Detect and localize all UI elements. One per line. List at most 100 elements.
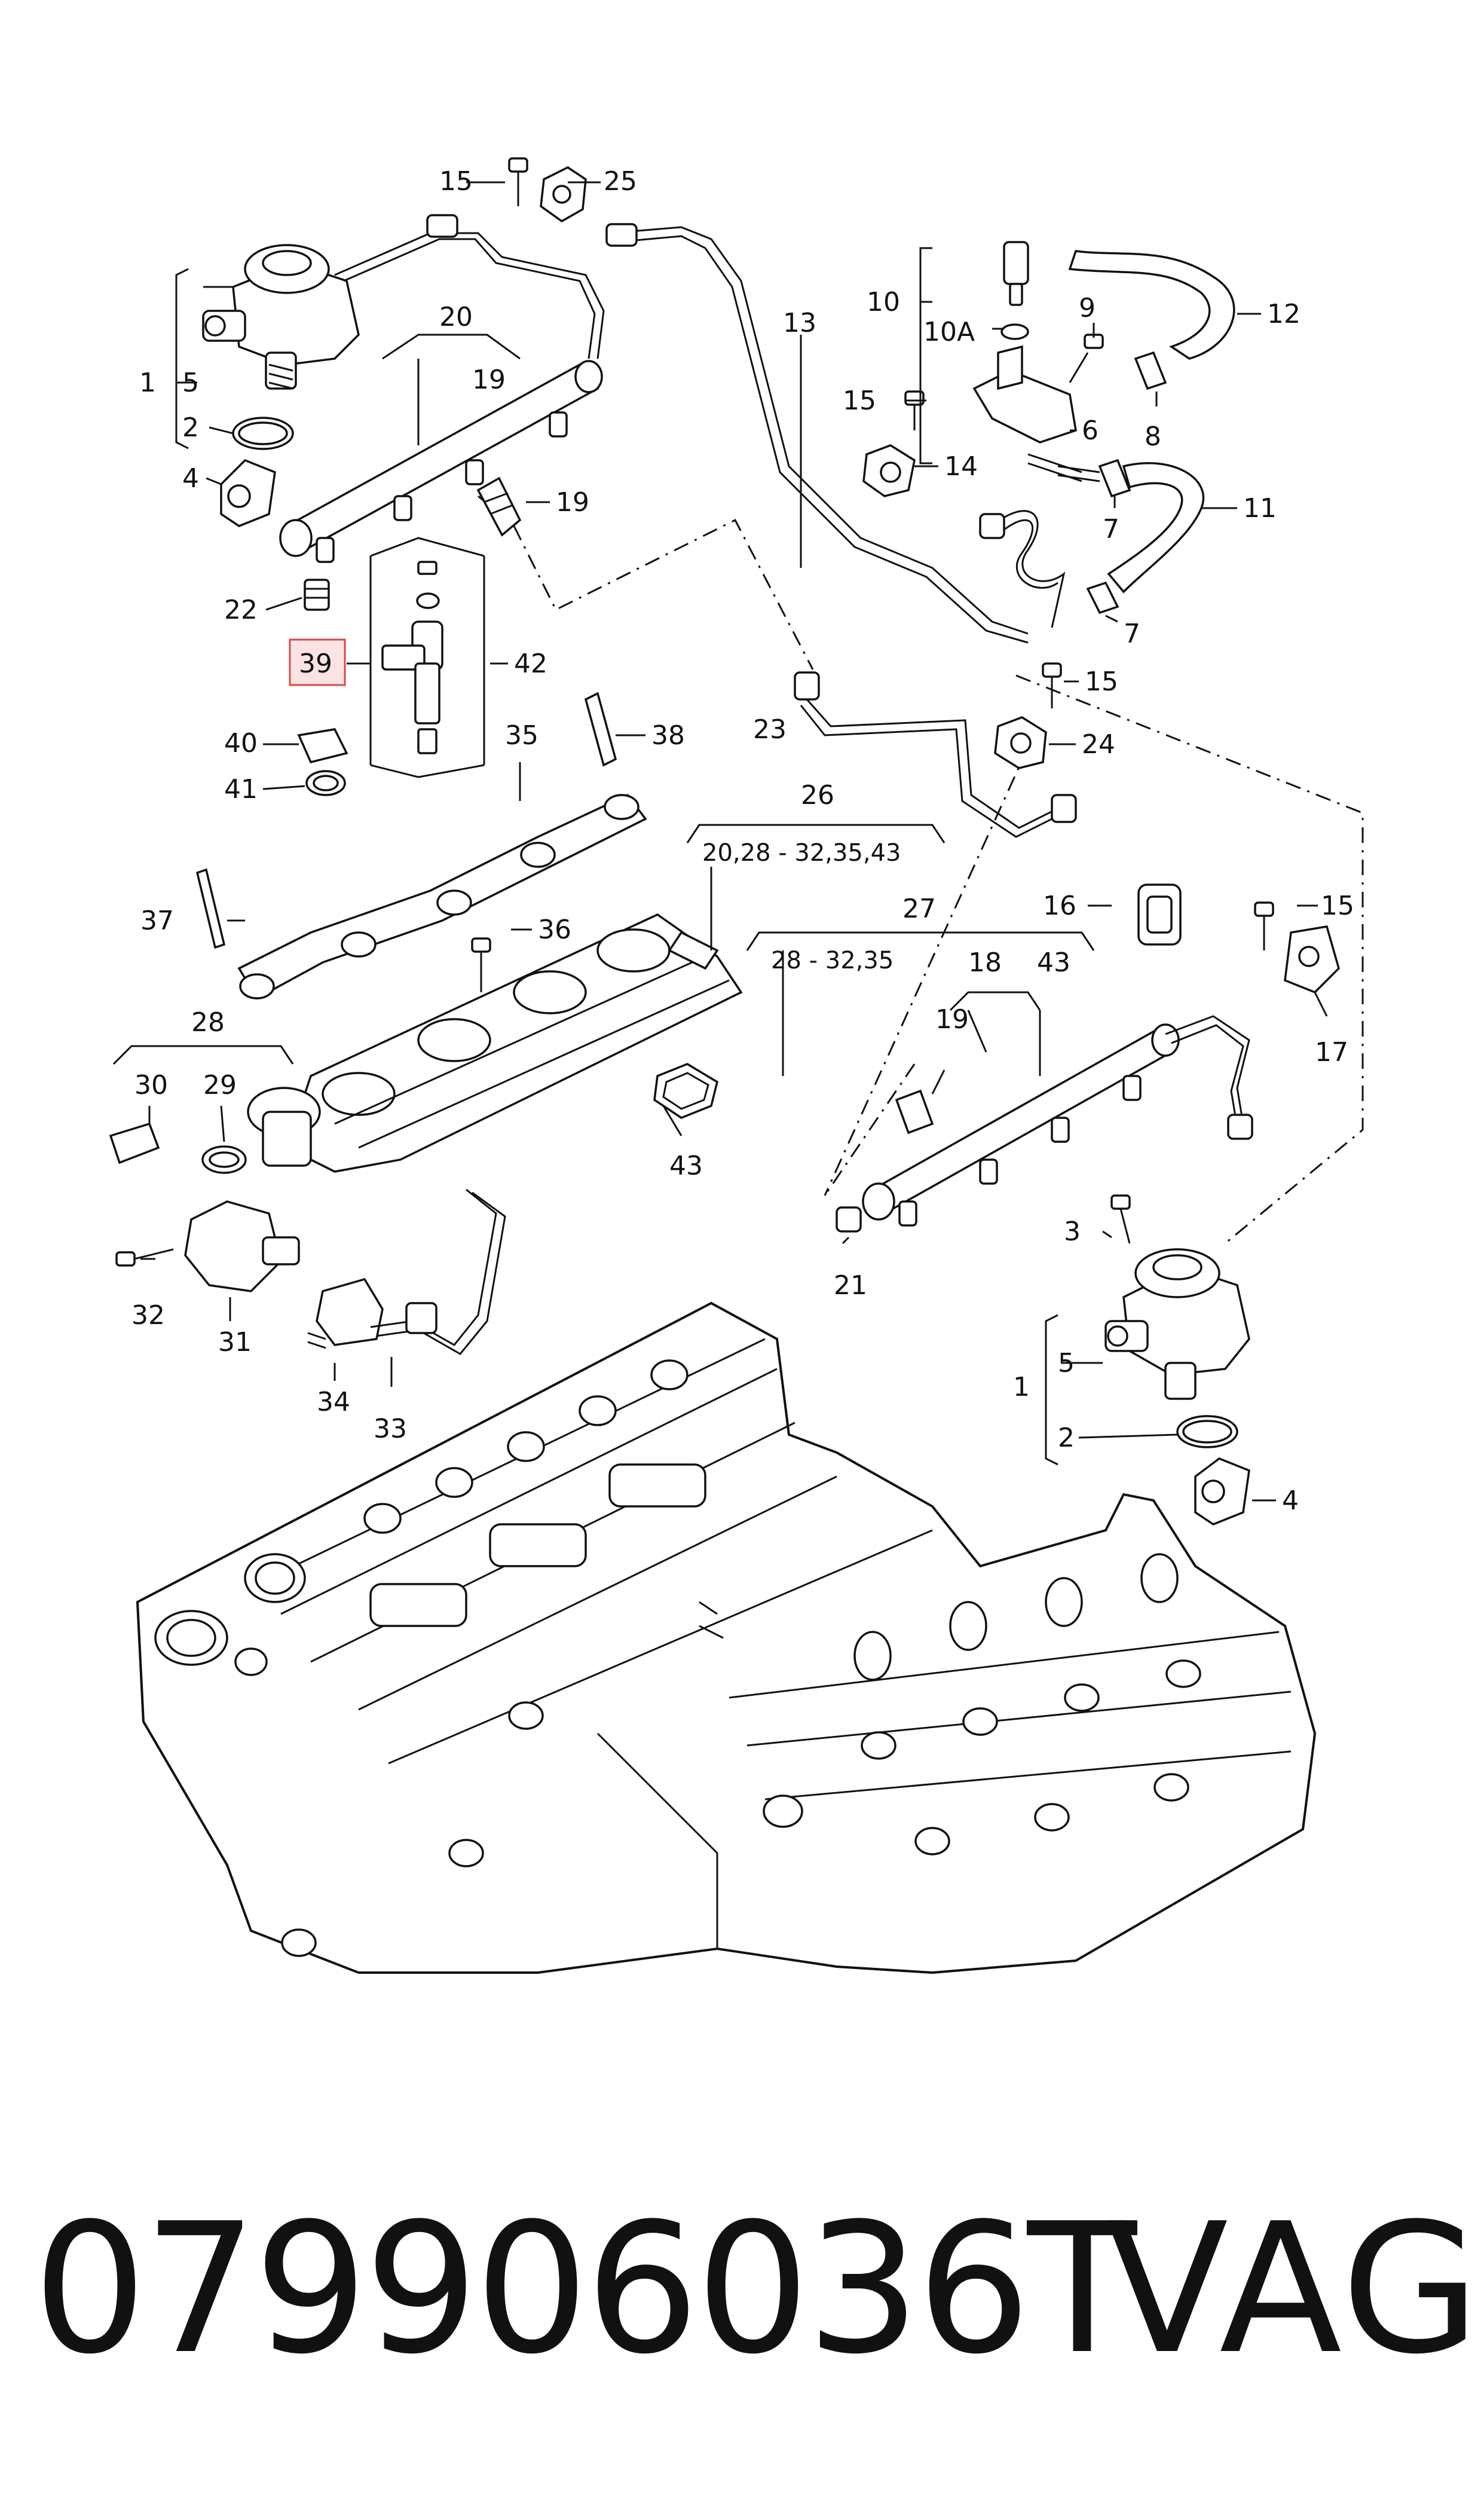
callout: 36 (538, 915, 571, 945)
pipe-pump-to-rail-2 (343, 238, 596, 359)
manifold-gasket-35 (237, 793, 647, 1000)
pressure-sensor-19-right (895, 1089, 934, 1135)
callout: 21 (834, 1270, 867, 1301)
bolt-32 (115, 1248, 174, 1267)
high-pressure-pump-lower (1104, 1248, 1250, 1400)
actuator-31 (184, 1200, 300, 1292)
pipe-pump-to-rail (334, 232, 605, 359)
callout: 7 (1124, 619, 1140, 649)
callout: 40 (224, 728, 258, 759)
pipe-clip-25 (540, 166, 587, 223)
callout: 1 (139, 368, 156, 398)
callout: 28 - 32,35 (771, 947, 894, 974)
gasket-43-upper (668, 931, 719, 970)
fuel-line-13-inner (615, 235, 1029, 644)
parts-diagram: 15 25 20 19 1 5 2 4 19 22 39 42 40 41 35… (109, 157, 1364, 1974)
pressure-sensor-19-left (476, 476, 522, 537)
callout: 20,28 - 32,35,43 (702, 839, 901, 867)
callout: 13 (783, 308, 816, 338)
callout: 41 (224, 774, 258, 805)
bolt-15-right-b (1042, 662, 1062, 708)
callout: 19 (556, 487, 589, 518)
callout: 10A (923, 317, 975, 347)
hose-clamp-8 (1134, 351, 1167, 390)
bolt-37 (195, 868, 226, 949)
callout: 22 (224, 595, 258, 625)
callout: 29 (203, 1070, 237, 1100)
connector-16 (1137, 883, 1182, 946)
callout: 31 (218, 1327, 252, 1358)
injector-assembly-42 (369, 537, 485, 778)
callout: 9 (1079, 293, 1096, 323)
plug-21 (836, 1206, 862, 1233)
hose-11 (1107, 462, 1205, 594)
o-ring-upper-inner (238, 421, 288, 445)
stud-38 (584, 692, 617, 767)
callout: 26 (801, 780, 834, 811)
pipe-union-23 (794, 671, 820, 701)
callout: 7 (1103, 514, 1119, 545)
callout: 30 (134, 1070, 168, 1100)
brand-name: VAG (1106, 2185, 1483, 2393)
callout: 4 (1282, 1485, 1299, 1516)
temperature-sensor-10 (1003, 241, 1029, 306)
callout: 25 (604, 166, 637, 197)
fuel-rail-left (279, 360, 603, 563)
callout: 4 (182, 463, 199, 494)
callout: 8 (1145, 421, 1161, 452)
bolt-9 (1069, 334, 1104, 383)
gasket-43-lower (653, 1063, 719, 1119)
callout: 15 (439, 166, 473, 197)
bolt-3 (1110, 1194, 1131, 1244)
plug-22 (304, 579, 330, 611)
callout: 5 (1058, 1348, 1075, 1378)
pipe-union-upper (426, 214, 458, 238)
callout: 15 (843, 386, 876, 416)
fuel-line-23-b (806, 699, 1067, 829)
callout: 5 (182, 368, 199, 398)
highlight-box-39 (289, 638, 346, 686)
fuel-line-23 (800, 705, 1064, 838)
roller-tappet-upper (220, 458, 276, 527)
bracket-17 (1284, 925, 1340, 994)
clamp-40 (297, 728, 348, 764)
callout: 23 (753, 714, 787, 745)
pipe-clip-14 (862, 444, 916, 497)
callout: 39 (299, 649, 332, 679)
callout: 19 (935, 1004, 969, 1035)
callout: 14 (944, 451, 978, 482)
seal-41 (305, 770, 346, 796)
callout: 3 (1064, 1216, 1081, 1247)
callout: 33 (374, 1414, 407, 1444)
callout: 43 (669, 1151, 703, 1181)
bolt-36 (471, 937, 491, 992)
callout: 17 (1315, 1037, 1348, 1068)
callout: 28 (191, 1007, 225, 1038)
high-pressure-pump-upper (202, 244, 360, 390)
pipe-rail-right (1165, 1015, 1250, 1124)
callout: 2 (182, 412, 199, 443)
callout: 18 (968, 947, 1002, 978)
flange-6 (972, 345, 1082, 482)
pipe-union-right (1227, 1114, 1253, 1140)
fuel-line-13-outer (609, 226, 1029, 635)
callout: 43 (1037, 947, 1070, 978)
callout: 12 (1267, 299, 1301, 329)
pipe-clip-24 (994, 716, 1047, 769)
callout: 15 (1321, 891, 1354, 921)
callout: 32 (131, 1300, 165, 1331)
connector-33 (405, 1302, 437, 1334)
callout: 38 (651, 720, 685, 751)
callout: 10 (867, 287, 900, 317)
actuator-29-30 (109, 1087, 321, 1174)
callout: 37 (140, 906, 174, 936)
bolt-15-top (508, 157, 528, 206)
callout: 42 (514, 649, 547, 679)
seal-10A (1000, 323, 1029, 340)
callout: 2 (1058, 1423, 1075, 1453)
callout: 24 (1082, 729, 1115, 760)
callout: 20 (439, 302, 473, 332)
roller-tappet-lower (1194, 1457, 1250, 1526)
pipe-union-13 (605, 223, 638, 247)
bolt-15-right-c (1254, 901, 1274, 950)
